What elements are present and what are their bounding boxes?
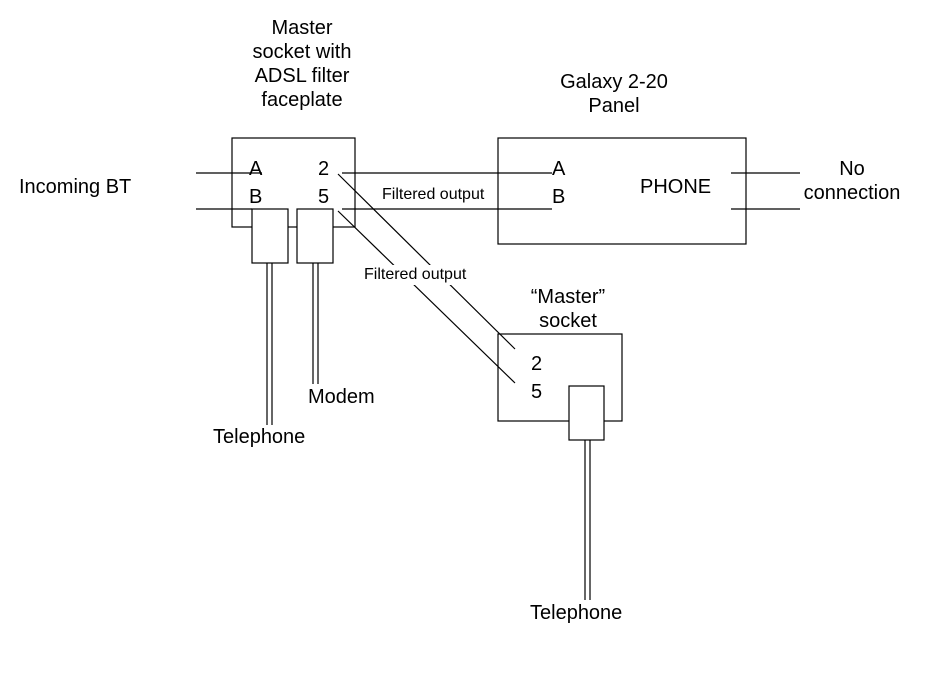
telephone-label-2: Telephone: [530, 602, 623, 624]
filtered-output-label-1: Filtered output: [382, 185, 485, 205]
incoming-bt-label: Incoming BT: [19, 176, 132, 198]
galaxy-panel-title: Galaxy 2-20 Panel: [560, 71, 668, 117]
modem-plug-block: [296, 208, 334, 264]
master-pin-2: 2: [318, 158, 330, 180]
galaxy-phone-label: PHONE: [640, 176, 712, 198]
telephone-label-1: Telephone: [213, 426, 306, 448]
master-socket-title: Master socket with ADSL filter faceplate: [252, 17, 352, 111]
master-pin-a: A: [249, 158, 263, 180]
modem-label: Modem: [308, 386, 375, 408]
second-pin-5: 5: [531, 381, 543, 403]
second-socket-box: [497, 333, 623, 422]
galaxy-pin-a: A: [552, 158, 566, 180]
master-pin-b: B: [249, 186, 263, 208]
master-socket-box: [231, 137, 356, 228]
master-pin-5: 5: [318, 186, 330, 208]
diag-wire-2: [337, 173, 516, 350]
second-socket-title: “Master” socket: [530, 286, 606, 332]
telephone-plug-block: [251, 208, 289, 264]
diag-wire-5: [337, 210, 516, 384]
galaxy-panel-box: [497, 137, 747, 245]
no-connection-label: No connection: [803, 158, 901, 204]
galaxy-pin-b: B: [552, 186, 566, 208]
second-plug-block: [568, 385, 605, 441]
second-pin-2: 2: [531, 353, 543, 375]
filtered-output-label-2: Filtered output: [364, 265, 467, 285]
